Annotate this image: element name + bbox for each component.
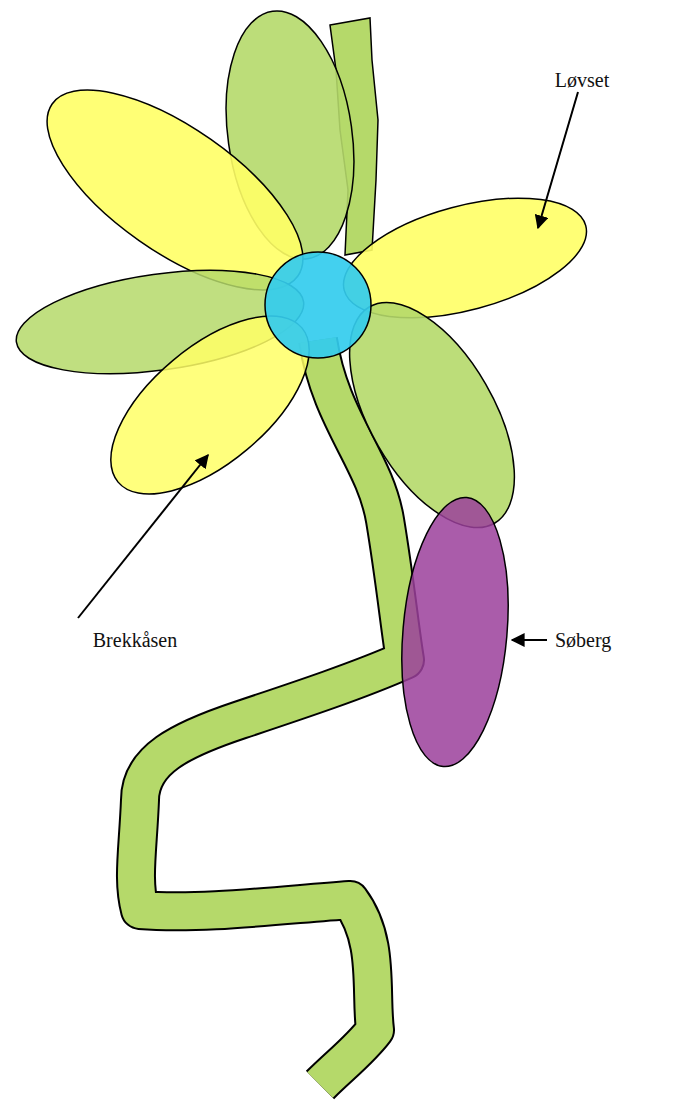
petals — [10, 3, 599, 555]
center-circle — [265, 252, 371, 358]
leader-arrows — [78, 92, 578, 640]
region-label: Søberg — [555, 628, 611, 652]
region-label: Løvset — [555, 68, 609, 92]
region-label: Brekkåsen — [93, 628, 177, 652]
purple-region — [391, 493, 518, 771]
